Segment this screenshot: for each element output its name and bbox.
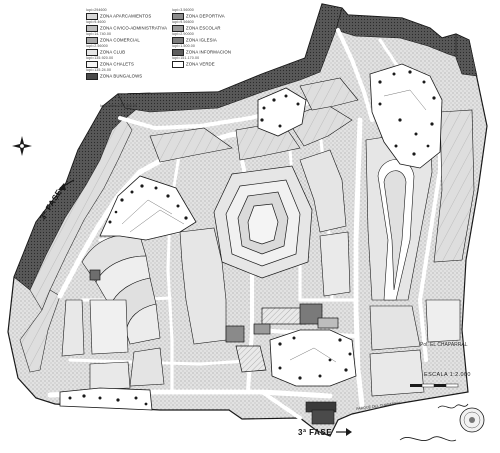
legend-item-label: ZONA BUNGALOWS (100, 73, 143, 79)
signature-scribble (399, 403, 469, 442)
legend-item-label: ZONA CIVICO-ADMINISTRATIVA (100, 25, 168, 31)
legend-item-label: ZONA CLUB (100, 49, 126, 55)
legend-item-label: ZONA COMERCIAL (100, 37, 140, 43)
green-zone-north (257, 87, 307, 137)
fase-arrow-left-icon (58, 179, 75, 190)
legend-item-label: ZONA DEPORTIVA (186, 13, 225, 19)
legend-swatch (86, 37, 98, 44)
legend-item-code: lupi=2.56000 (86, 44, 108, 48)
green-zone-northeast (369, 63, 443, 169)
legend-swatch (86, 25, 98, 32)
legend-swatch (86, 61, 98, 68)
fase-arrow-bottom-icon (336, 428, 352, 436)
legend-swatch (172, 61, 184, 68)
facility-zones (89, 269, 339, 373)
official-seal-icon (459, 407, 485, 433)
central-loop-roads (213, 165, 313, 279)
scale-bar (410, 383, 459, 388)
fase-label-bottom: 3ª FASE (298, 428, 333, 437)
legend-swatch (172, 25, 184, 32)
legend-item-code: lupi=1.500.00 (172, 44, 195, 48)
legend-swatch (172, 49, 184, 56)
legend-item-code: lupi=151.170.00 (172, 56, 200, 60)
legend-item-label: ZONA ESCOLAR (186, 25, 221, 31)
legend-item-label: ZONA IGLESIA (186, 37, 217, 43)
scale-label: ESCALA 1:2.000 (424, 372, 471, 378)
legend-item-label: ZONA CHALETS (100, 61, 134, 67)
legend-item-label: ZONA INFORMACION (186, 49, 232, 55)
curved-blocks-west (61, 227, 227, 391)
green-zone-northwest (99, 175, 197, 241)
legend-swatch (86, 13, 98, 20)
place-name-label: Pol. EL CHAPARRAL (420, 342, 468, 348)
blocks-east (365, 109, 475, 397)
legend-swatch (172, 13, 184, 20)
legend-item-code: lupi=9.4600 (86, 20, 106, 24)
western-lot-strip (19, 117, 133, 373)
legend-swatch (172, 37, 184, 44)
legend-item-label: ZONA APARCAMIENTOS (100, 13, 152, 19)
legend-item-code: lupi=14.740.00 (86, 32, 112, 36)
legend-item-code: lupi=2.90000 (172, 32, 194, 36)
green-zone-south (269, 329, 357, 387)
north-arrow-icon (12, 136, 32, 156)
green-zone-southwest (59, 387, 153, 411)
legend-item-code: lupi=135.920.00 (86, 56, 114, 60)
legend-swatch (86, 73, 98, 80)
legend-item-code: lupi=135.24.00 (86, 68, 112, 72)
bungalow-zone-bands (13, 3, 478, 425)
legend-swatch (86, 49, 98, 56)
legend-item-label: ZONA VERDE (186, 61, 215, 67)
tree-symbols (68, 70, 436, 406)
legend-item-code: lupi=9.56600 (172, 20, 194, 24)
legend-item-code: lupi=294600 (86, 8, 107, 12)
legend-item-code: lupi=3.56000 (172, 8, 194, 12)
total-streets-label: lupi. calles=294.000.00 (100, 104, 137, 108)
